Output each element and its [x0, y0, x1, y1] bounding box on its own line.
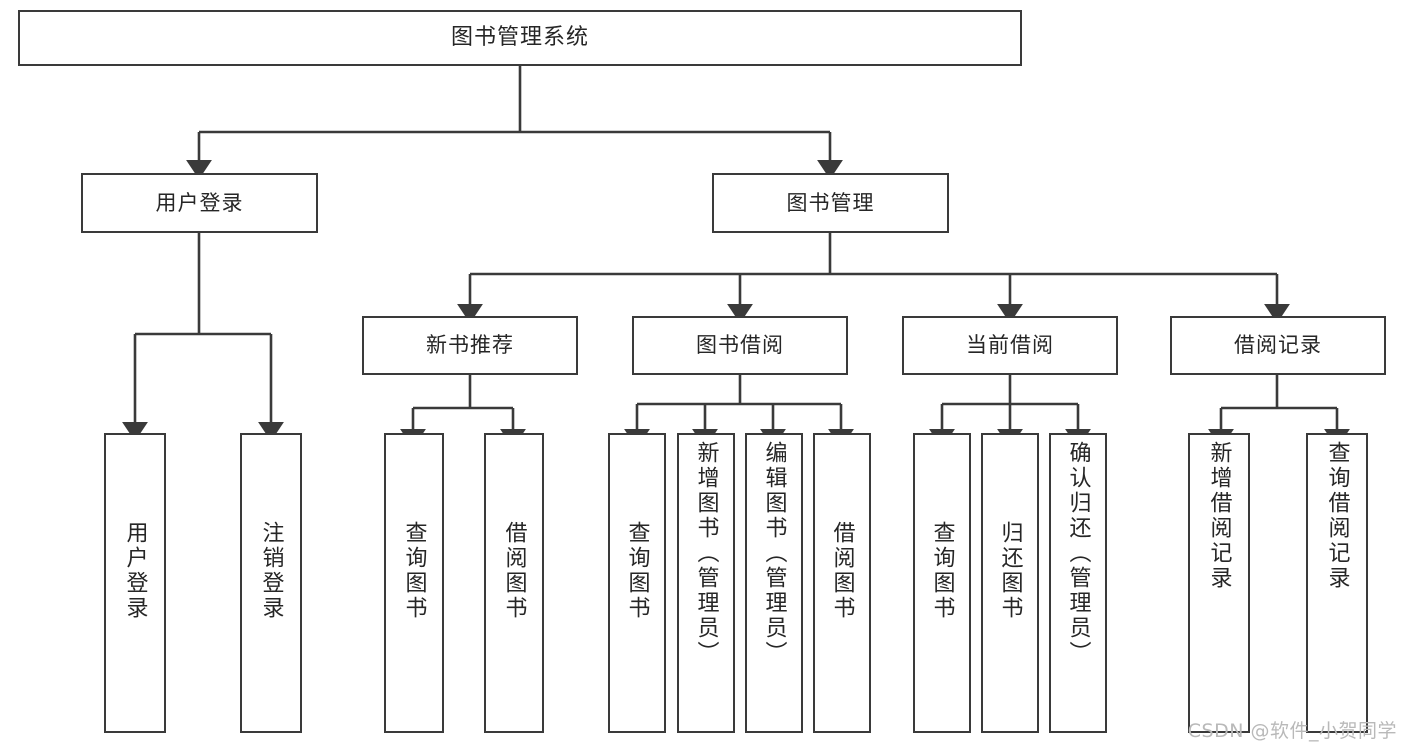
node-borrow-record-label: 借阅记录: [1234, 333, 1322, 358]
leaf-user-login[interactable]: 用户登录: [104, 433, 166, 733]
leaf-edit-book[interactable]: 编辑图书（管理员）: [745, 433, 803, 733]
leaf-borrow-book-1[interactable]: 借阅图书: [484, 433, 544, 733]
leaf-query-record-label: 查询借阅记录: [1324, 441, 1350, 591]
node-new-book-rec[interactable]: 新书推荐: [362, 316, 578, 375]
leaf-user-login-label: 用户登录: [122, 521, 148, 621]
node-book-borrow-label: 图书借阅: [696, 333, 784, 358]
node-user-login-label: 用户登录: [155, 190, 244, 215]
leaf-query-book-1[interactable]: 查询图书: [384, 433, 444, 733]
leaf-add-book[interactable]: 新增图书（管理员）: [677, 433, 735, 733]
leaf-confirm-return[interactable]: 确认归还（管理员）: [1049, 433, 1107, 733]
csdn-watermark: CSDN @软件_小贺同学: [1187, 720, 1397, 742]
leaf-return-book-label: 归还图书: [997, 521, 1023, 621]
leaf-query-book-3[interactable]: 查询图书: [913, 433, 971, 733]
leaf-logout[interactable]: 注销登录: [240, 433, 302, 733]
node-root[interactable]: 图书管理系统: [18, 10, 1022, 66]
leaf-borrow-book-2-label: 借阅图书: [829, 521, 855, 621]
node-new-book-rec-label: 新书推荐: [426, 333, 514, 358]
node-book-borrow[interactable]: 图书借阅: [632, 316, 848, 375]
leaf-add-record[interactable]: 新增借阅记录: [1188, 433, 1250, 733]
leaf-query-book-2[interactable]: 查询图书: [608, 433, 666, 733]
node-borrow-record[interactable]: 借阅记录: [1170, 316, 1386, 375]
node-book-manage[interactable]: 图书管理: [712, 173, 949, 233]
leaf-query-book-2-label: 查询图书: [624, 521, 650, 621]
node-root-label: 图书管理系统: [450, 25, 589, 51]
leaf-borrow-book-1-label: 借阅图书: [501, 521, 527, 621]
leaf-confirm-return-label: 确认归还（管理员）: [1065, 441, 1091, 666]
leaf-add-book-label: 新增图书（管理员）: [693, 441, 719, 666]
leaf-add-record-label: 新增借阅记录: [1206, 441, 1232, 591]
leaf-logout-label: 注销登录: [258, 521, 284, 621]
node-current-borrow-label: 当前借阅: [966, 333, 1054, 358]
node-book-manage-label: 图书管理: [786, 190, 875, 215]
leaf-query-book-1-label: 查询图书: [401, 521, 427, 621]
leaf-edit-book-label: 编辑图书（管理员）: [761, 441, 787, 666]
node-current-borrow[interactable]: 当前借阅: [902, 316, 1118, 375]
node-user-login[interactable]: 用户登录: [81, 173, 318, 233]
leaf-query-book-3-label: 查询图书: [929, 521, 955, 621]
leaf-borrow-book-2[interactable]: 借阅图书: [813, 433, 871, 733]
leaf-query-record[interactable]: 查询借阅记录: [1306, 433, 1368, 733]
leaf-return-book[interactable]: 归还图书: [981, 433, 1039, 733]
